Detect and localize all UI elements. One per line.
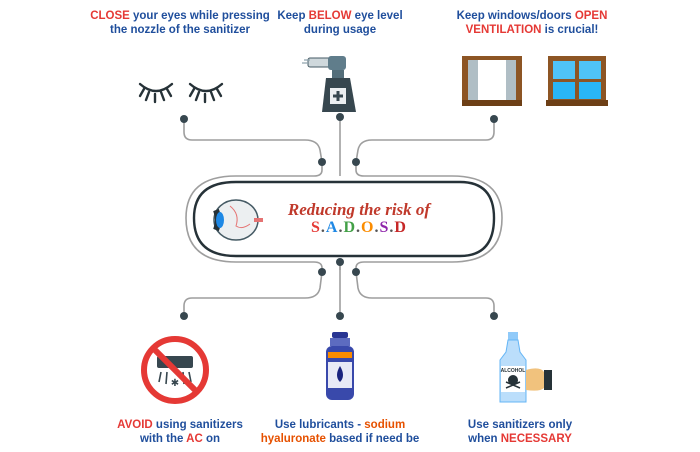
dot-top-right	[490, 115, 498, 123]
dot-inner-top-right	[352, 158, 360, 166]
window-right	[546, 56, 608, 106]
dot-inner-bottom-right	[352, 268, 360, 276]
acronym-letter: .	[320, 219, 326, 236]
tip-below-eye-level: Keep BELOW eye level during usage	[277, 10, 403, 36]
connector-bottom-left	[183, 271, 323, 316]
dot-bottom-center	[336, 312, 344, 320]
closed-eyes-icon	[138, 82, 224, 104]
dot-top-center	[336, 113, 344, 121]
tip-necessary: Use sanitizers only when NECESSARY	[467, 419, 573, 445]
acronym-letter: O	[361, 219, 375, 236]
connector-bottom-right	[355, 271, 495, 316]
lubricant-bottle-icon	[326, 332, 354, 400]
open-windows-icon	[462, 56, 608, 106]
acronym-letter: .	[338, 219, 344, 236]
dot-bottom-right	[490, 312, 498, 320]
acronym-letter: S	[311, 219, 321, 236]
tip-avoid-ac: AVOID using sanitizers with the AC on	[117, 419, 243, 445]
center-acronym: S.A.D.O.S.D	[264, 219, 454, 237]
window-left	[462, 56, 522, 106]
dot-bottom-left	[180, 312, 188, 320]
center-title: Reducing the risk of	[287, 200, 431, 219]
acronym-letter: S	[379, 219, 390, 236]
no-ac-icon: ✱	[141, 336, 209, 404]
center-loop-right	[355, 162, 503, 272]
connector-top-right	[355, 120, 495, 163]
dot-inner-top-left	[318, 158, 326, 166]
acronym-letter: A	[325, 219, 339, 236]
tip-lubricants: Use lubricants - sodium hyaluronate base…	[260, 419, 420, 445]
spray-bottle-icon	[302, 56, 356, 112]
alcohol-bottle-icon: ALCOHOL	[499, 332, 552, 403]
alcohol-label: ALCOHOL	[501, 368, 526, 374]
acronym-letter: .	[389, 219, 395, 236]
dot-inner-bottom-left	[318, 268, 326, 276]
center-oval	[192, 180, 496, 258]
acronym-letter: D	[394, 219, 407, 236]
center-loop-left	[185, 162, 323, 272]
connector-top-left	[183, 120, 323, 163]
tip-ventilation: Keep windows/doors OPEN VENTILATION is c…	[456, 10, 608, 36]
dot-top-left	[180, 115, 188, 123]
acronym-letter: D	[343, 219, 357, 236]
eye-anatomy-icon	[213, 199, 263, 241]
tip-close-eyes: CLOSE your eyes while pressing the nozzl…	[90, 10, 270, 36]
svg-text:✱: ✱	[171, 378, 179, 389]
acronym-letter: .	[374, 219, 380, 236]
dot-inner-bottom-center	[336, 258, 344, 266]
acronym-letter: .	[356, 219, 362, 236]
